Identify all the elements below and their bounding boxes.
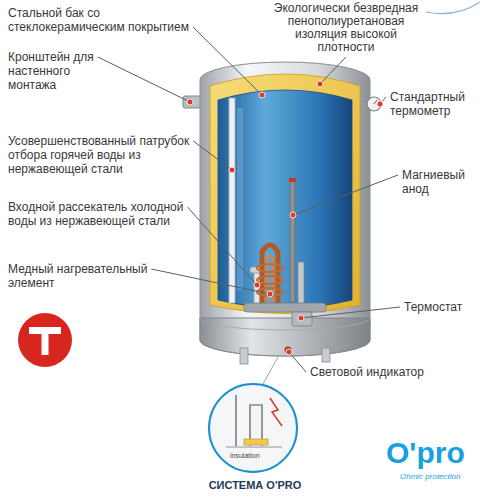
inset-connector xyxy=(263,357,278,384)
brand-logo xyxy=(18,313,72,367)
part-label-box: Термостат xyxy=(404,300,478,314)
opro-inset xyxy=(235,395,236,446)
inner-tank xyxy=(218,90,352,308)
wall-bracket xyxy=(186,99,192,105)
logo-tagline: Ohmic protection xyxy=(400,472,460,481)
hot-water-pipe xyxy=(229,98,235,303)
part-label-box: Стандартный термометр xyxy=(390,90,475,118)
tank-shell xyxy=(200,62,370,356)
wall-bracket xyxy=(183,96,201,108)
part-label: Световой индикатор xyxy=(310,365,424,379)
brand-logo xyxy=(18,313,72,367)
brand-logo xyxy=(42,327,49,355)
thermometer xyxy=(374,100,377,104)
corner-arc xyxy=(426,2,480,14)
thermostat xyxy=(298,262,304,307)
bottom-fittings xyxy=(322,348,330,362)
part-label-box: Входной рассекатель холодной воды из нер… xyxy=(8,200,196,228)
tank-shell xyxy=(200,318,370,356)
part-label: Медный нагревательный элемент xyxy=(8,262,147,290)
leader-dot xyxy=(187,99,193,105)
tank-shell xyxy=(200,318,370,330)
part-label: Стальной бак со стеклокерамическим покры… xyxy=(8,6,189,34)
logo-text-box: O'pro xyxy=(386,436,465,470)
opro-inset xyxy=(209,384,297,472)
leader-line xyxy=(289,352,306,372)
leader-dot xyxy=(267,291,273,297)
leader-dot xyxy=(254,282,260,288)
part-label: Входной рассекатель холодной воды из нер… xyxy=(8,200,183,228)
heating-element xyxy=(267,256,273,306)
part-label: Магниевый анод xyxy=(402,168,465,196)
leader-dot xyxy=(377,101,383,107)
opro-inset xyxy=(270,398,282,426)
leader-dot xyxy=(229,167,235,173)
part-label: Усовершенствованный патрубок отбора горя… xyxy=(8,134,189,176)
leader-line xyxy=(320,57,346,84)
leader-dot xyxy=(286,349,292,355)
inset-caption-box: СИСТЕМА O'PRO xyxy=(190,478,320,492)
opro-inset xyxy=(209,384,297,472)
leader-dot xyxy=(317,81,323,87)
thermostat xyxy=(292,312,312,326)
insulation-foam xyxy=(210,74,360,314)
leader-line xyxy=(301,307,400,318)
leader-line xyxy=(293,175,398,215)
part-label-box: Световой индикатор xyxy=(306,364,428,380)
leader-line xyxy=(193,141,232,170)
inner-tank xyxy=(237,108,243,290)
logo-tagline-box: Ohmic protection xyxy=(400,472,460,482)
part-label-box: Кронштейн для настенного монтажа xyxy=(8,50,108,92)
leader-dot xyxy=(290,212,296,218)
opro-inset xyxy=(226,447,282,448)
insulation-foam xyxy=(210,74,360,314)
heating-element xyxy=(257,264,283,272)
bottom-fittings xyxy=(240,347,330,364)
part-label-box: Усовершенствованный патрубок отбора горя… xyxy=(8,134,196,176)
corner-arc xyxy=(426,2,480,14)
inset-note: insulation xyxy=(230,452,260,459)
tank-shell xyxy=(200,62,370,356)
wall-bracket xyxy=(183,96,201,108)
part-label-box: Магниевый анод xyxy=(402,168,474,196)
leader-line xyxy=(98,57,190,102)
leader-line xyxy=(193,27,262,95)
leader-dot xyxy=(298,315,304,321)
inset-connector xyxy=(263,357,278,384)
part-label-box: Стальной бак со стеклокерамическим покры… xyxy=(8,6,196,34)
hot-water-pipe xyxy=(229,98,235,303)
bottom-fittings xyxy=(240,348,248,364)
heating-element xyxy=(257,245,283,305)
part-label: Кронштейн для настенного монтажа xyxy=(8,50,94,92)
thermostat xyxy=(244,303,326,312)
heating-element xyxy=(257,276,283,284)
magnesium-anode xyxy=(289,178,296,302)
inset-note-box: insulation xyxy=(230,452,260,460)
leader-dot xyxy=(259,92,265,98)
part-label: Термостат xyxy=(404,300,462,314)
part-label-box: Медный нагревательный элемент xyxy=(8,262,168,290)
magnesium-anode xyxy=(290,180,295,302)
leader-line xyxy=(151,269,270,294)
part-label-box: Экологически безвредная пенополиуретанов… xyxy=(268,2,424,54)
logo-text: O'pro xyxy=(386,436,465,469)
part-label: Стандартный термометр xyxy=(390,90,465,118)
magnesium-anode xyxy=(289,178,296,182)
leader-line xyxy=(187,207,257,285)
part-label: Экологически безвредная пенополиуретанов… xyxy=(274,1,418,54)
inner-tank xyxy=(218,90,352,308)
opro-inset xyxy=(244,439,268,445)
inset-caption: СИСТЕМА O'PRO xyxy=(209,479,302,491)
